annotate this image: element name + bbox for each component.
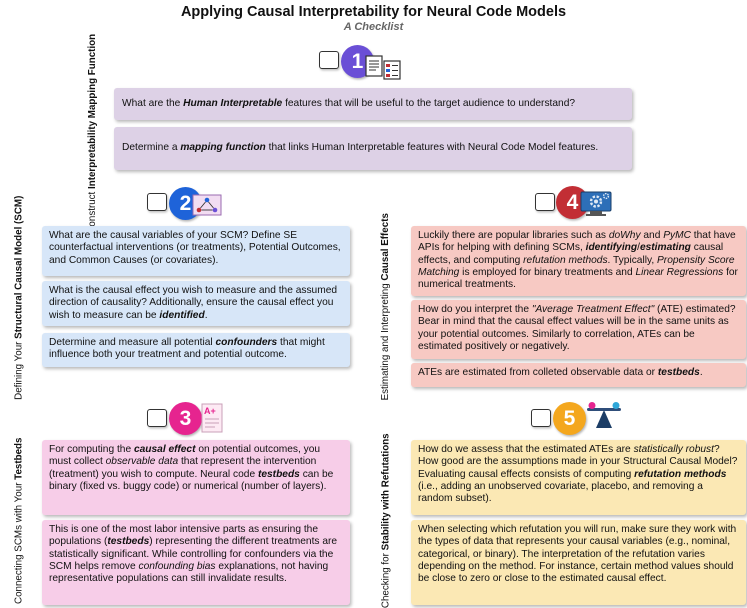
card-text: What are the Human Interpretable feature… bbox=[122, 98, 575, 110]
card-text-segment: . bbox=[699, 367, 703, 378]
card-text: For computing the causal effect on poten… bbox=[49, 444, 343, 493]
svg-text:A+: A+ bbox=[204, 406, 216, 416]
step-2-label: Defining Your Structural Causal Model (S… bbox=[13, 195, 25, 401]
card-text-segment: estimating bbox=[639, 242, 691, 254]
card-text-segment: on potential outcomes, you must collect bbox=[49, 444, 321, 468]
card-text: How do you interpret the "Average Treatm… bbox=[418, 304, 739, 353]
card-text: Luckily there are popular libraries such… bbox=[418, 230, 739, 291]
card-text-segment: When selecting which refutation you will… bbox=[418, 524, 737, 585]
card-text: How do we assess that the estimated ATEs… bbox=[418, 444, 739, 505]
card-text: What is the causal effect you wish to me… bbox=[49, 285, 343, 322]
step-2-card-1: What are the causal variables of your SC… bbox=[42, 226, 350, 276]
card-text-segment: What is the causal effect you wish to me… bbox=[49, 285, 338, 321]
card-text-segment: refutation methods bbox=[634, 468, 727, 480]
step-3-badge: 3 bbox=[169, 402, 202, 435]
card-text-segment: observable data bbox=[105, 456, 179, 468]
balance-scale-icon bbox=[587, 402, 621, 428]
card-text-segment: causal effect bbox=[133, 444, 196, 455]
card-text-segment: identifying bbox=[585, 242, 638, 254]
card-text-segment: Determine a bbox=[122, 142, 181, 154]
step-5-badge: 5 bbox=[553, 402, 586, 435]
card-text-segment: confounders bbox=[215, 337, 278, 348]
graded-paper-icon: A+ bbox=[201, 403, 223, 433]
step-1-card-1: What are the Human Interpretable feature… bbox=[114, 88, 632, 120]
card-text-segment: causal effects, and computing bbox=[418, 242, 724, 266]
card-text-segment: (ATE) estimated? Bear in mind that the c… bbox=[418, 304, 736, 352]
card-text-segment: This is one of the most labor intensive … bbox=[49, 524, 318, 548]
step-3-checkbox[interactable] bbox=[147, 409, 167, 427]
card-text-segment: that represent the intervention (treatme… bbox=[49, 456, 317, 480]
card-text-segment: can be binary (fixed vs. buggy code) or … bbox=[49, 468, 334, 492]
card-text-segment: doWhy bbox=[608, 230, 641, 241]
card-text: When selecting which refutation you will… bbox=[418, 524, 739, 585]
card-text-segment: . Typically, bbox=[607, 254, 657, 266]
card-text-segment: ? How good are the assumptions made in y… bbox=[418, 444, 738, 480]
step-3-label: Connecting SCMs with Your Testbeds bbox=[13, 437, 25, 605]
step-2-checkbox[interactable] bbox=[147, 193, 167, 211]
card-text-segment: and bbox=[640, 230, 664, 241]
card-text: ATEs are estimated from colleted observa… bbox=[418, 367, 739, 379]
card-text-segment: statistically robust bbox=[633, 444, 714, 455]
card-text-segment: ATEs are estimated from colleted observa… bbox=[418, 367, 658, 378]
card-text-segment: How do you interpret the bbox=[418, 304, 532, 315]
card-text-segment: Luckily there are popular libraries such… bbox=[418, 230, 609, 241]
documents-icon bbox=[365, 55, 401, 80]
card-text-segment: mapping function bbox=[180, 142, 266, 154]
card-text-segment: / bbox=[637, 242, 640, 254]
card-text-segment: that have APIs for helping with defining… bbox=[418, 230, 736, 254]
step-2-card-2: What is the causal effect you wish to me… bbox=[42, 281, 350, 326]
card-text-segment: ) representing the different treatments … bbox=[49, 536, 338, 572]
step-4-card-2: How do you interpret the "Average Treatm… bbox=[411, 300, 746, 359]
card-text: Determine a mapping function that links … bbox=[122, 142, 598, 154]
card-text-segment: Human Interpretable bbox=[183, 97, 283, 109]
page-subtitle: A Checklist bbox=[343, 21, 404, 33]
card-text-segment: What are the causal variables of your SC… bbox=[49, 230, 341, 266]
card-text-segment: that might influence both your treatment… bbox=[49, 337, 325, 361]
step-1-checkbox[interactable] bbox=[319, 51, 339, 69]
card-text-segment: testbeds bbox=[107, 536, 150, 548]
step-1-card-2: Determine a mapping function that links … bbox=[114, 127, 632, 170]
causal-graph-icon bbox=[192, 194, 222, 216]
card-text-segment: Determine and measure all potential bbox=[49, 337, 216, 348]
step-3-card-1: For computing the causal effect on poten… bbox=[42, 440, 350, 515]
computer-gear-icon bbox=[580, 191, 612, 216]
page-title: Applying Causal Interpretability for Neu… bbox=[180, 4, 567, 20]
step-1-label: Construct Interpretability Mapping Funct… bbox=[87, 34, 99, 234]
card-text-segment: identified bbox=[159, 309, 205, 321]
card-text: Determine and measure all potential conf… bbox=[49, 337, 343, 362]
card-text: What are the causal variables of your SC… bbox=[49, 230, 343, 267]
card-text-segment: testbeds bbox=[657, 367, 700, 378]
step-4-card-3: ATEs are estimated from colleted observa… bbox=[411, 363, 746, 387]
card-text-segment: . bbox=[204, 309, 208, 321]
step-5-label: Checking for Stability with Refutations bbox=[380, 433, 392, 608]
step-4-checkbox[interactable] bbox=[535, 193, 555, 211]
card-text-segment: PyMC bbox=[663, 230, 691, 241]
card-text-segment: confounding bias bbox=[138, 560, 216, 572]
card-text-segment: (i.e., adding an unobserved covariate, p… bbox=[418, 480, 703, 505]
step-5-checkbox[interactable] bbox=[531, 409, 551, 427]
step-3-card-2: This is one of the most labor intensive … bbox=[42, 520, 350, 605]
step-4-label: Estimating and Interpreting Causal Effec… bbox=[380, 213, 392, 401]
card-text-segment: is employed for binary treatments and bbox=[459, 266, 636, 278]
card-text-segment: Linear Regressions bbox=[635, 266, 724, 278]
card-text-segment: that links Human Interpretable features … bbox=[265, 142, 599, 154]
card-text-segment: What are the bbox=[122, 97, 184, 109]
step-5-card-2: When selecting which refutation you will… bbox=[411, 520, 746, 605]
step-2-card-3: Determine and measure all potential conf… bbox=[42, 333, 350, 367]
card-text-segment: features that will be useful to the targ… bbox=[282, 97, 576, 109]
card-text-segment: testbeds bbox=[257, 468, 300, 480]
card-text-segment: for numerical treatments. bbox=[418, 266, 738, 291]
step-4-card-1: Luckily there are popular libraries such… bbox=[411, 226, 746, 296]
card-text-segment: refutation methods bbox=[523, 254, 608, 266]
card-text-segment: How do we assess that the estimated ATEs… bbox=[418, 444, 634, 455]
card-text-segment: Propensity Score Matching bbox=[418, 254, 735, 278]
card-text-segment: For computing the bbox=[49, 444, 134, 455]
card-text: This is one of the most labor intensive … bbox=[49, 524, 343, 585]
step-5-card-1: How do we assess that the estimated ATEs… bbox=[411, 440, 746, 515]
card-text-segment: explanations, not having representative … bbox=[49, 560, 329, 585]
card-text-segment: "Average Treatment Effect" bbox=[531, 304, 655, 315]
